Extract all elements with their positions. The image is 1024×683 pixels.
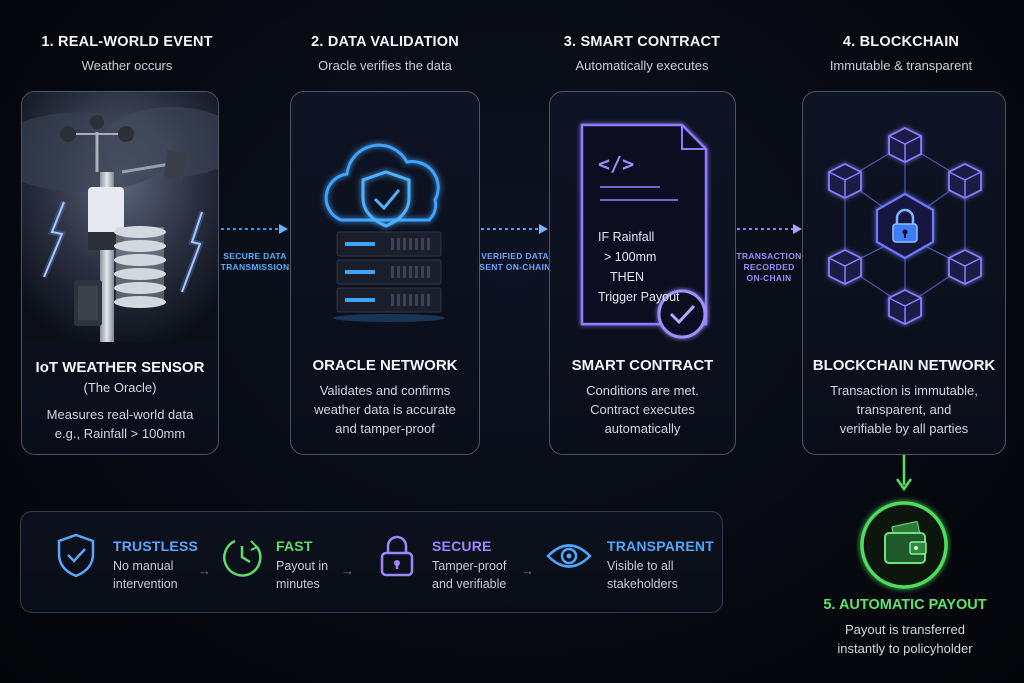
connector-2-line-2: SENT ON-CHAIN — [479, 262, 551, 272]
feature-transparent-desc: Visible to all stakeholders — [607, 557, 714, 593]
feature-fast-title: FAST — [276, 538, 313, 554]
connector-arrow-1 — [221, 224, 288, 234]
iot-sensor-title: IoT WEATHER SENSOR — [35, 359, 205, 376]
feature-separator-arrow-2: → — [341, 563, 354, 578]
feature-secure: SECURE Tamper-proof and verifiable — [432, 538, 506, 593]
connector-3-line-3: ON-CHAIN — [746, 273, 792, 283]
step-4-title: 4. BLOCKCHAIN — [842, 34, 960, 50]
shield-check-icon — [57, 533, 95, 578]
blockchain-network-title: BLOCKCHAIN NETWORK — [812, 357, 996, 374]
feature-transparent: TRANSPARENT Visible to all stakeholders — [607, 538, 714, 593]
clock-icon — [223, 539, 262, 577]
feature-transparent-desc-1: Visible to all — [607, 559, 674, 573]
connector-label-2: VERIFIED DATA SENT ON-CHAIN — [476, 251, 554, 273]
connector-label-3: TRANSACTION RECORDED ON-CHAIN — [732, 251, 806, 284]
step-4-header: 4. BLOCKCHAIN Immutable & transparent — [781, 34, 1021, 73]
feature-secure-desc-1: Tamper-proof — [432, 559, 507, 573]
oracle-desc-line-3: and tamper-proof — [335, 421, 435, 436]
feature-separator-arrow-3: → — [521, 563, 534, 578]
smart-contract-card: </> IF Rainfall > 100mm THEN Trigger Pay… — [549, 91, 736, 455]
code-line-3: THEN — [610, 270, 645, 284]
payout-title: 5. AUTOMATIC PAYOUT — [823, 597, 987, 613]
weather-sensor-visual — [22, 92, 218, 342]
feature-trustless-desc-1: No manual — [113, 559, 174, 573]
connector-arrow-3 — [737, 224, 802, 234]
feature-separator-arrow-1: → — [198, 563, 211, 578]
feature-fast-desc-1: Payout in — [276, 559, 329, 573]
blockchain-network-description: Transaction is immutable, transparent, a… — [811, 381, 997, 438]
payout-desc-line-2: instantly to policyholder — [837, 641, 973, 656]
feature-transparent-desc-2: stakeholders — [607, 577, 678, 591]
feature-secure-desc-2: and verifiable — [432, 577, 507, 591]
blockchain-desc-line-2: transparent, and — [856, 402, 952, 417]
step-3-title: 3. SMART CONTRACT — [563, 34, 721, 50]
step-2-title: 2. DATA VALIDATION — [311, 34, 459, 50]
payout-arrow — [896, 455, 912, 492]
iot-sensor-desc-line-2: e.g., Rainfall > 100mm — [54, 426, 186, 441]
code-line-1: IF Rainfall — [598, 230, 655, 244]
feature-transparent-title: TRANSPARENT — [607, 538, 714, 554]
feature-trustless-desc-2: intervention — [113, 577, 178, 591]
step-2-subtitle: Oracle verifies the data — [318, 58, 452, 73]
feature-secure-desc: Tamper-proof and verifiable — [432, 557, 506, 593]
connector-3-line-1: TRANSACTION — [736, 251, 802, 261]
feature-trustless-title: TRUSTLESS — [113, 538, 199, 554]
step-1-title: 1. REAL-WORLD EVENT — [41, 34, 213, 50]
wallet-icon — [860, 501, 948, 589]
blockchain-network-icon — [828, 127, 982, 325]
feature-trustless: TRUSTLESS No manual intervention — [113, 538, 198, 593]
iot-sensor-description: Measures real-world data e.g., Rainfall … — [30, 405, 210, 443]
connector-1-line-1: SECURE DATA — [223, 251, 287, 261]
step-4-subtitle: Immutable & transparent — [829, 58, 973, 73]
blockchain-visual — [803, 92, 1005, 342]
contract-code: IF Rainfall > 100mm THEN Trigger Payout — [598, 227, 680, 307]
connector-3-line-2: RECORDED — [743, 262, 795, 272]
padlock-icon — [380, 535, 414, 577]
contract-desc-line-1: Conditions are met. — [586, 383, 699, 398]
feature-fast-desc-2: minutes — [276, 577, 320, 591]
contract-document-icon — [580, 123, 708, 339]
oracle-desc-line-1: Validates and confirms — [319, 383, 451, 398]
blockchain-network-card: BLOCKCHAIN NETWORK Transaction is immuta… — [802, 91, 1006, 455]
step-3-subtitle: Automatically executes — [575, 58, 709, 73]
feature-fast: FAST Payout in minutes — [276, 538, 328, 593]
oracle-visual — [291, 92, 479, 342]
step-3-header: 3. SMART CONTRACT Automatically executes — [522, 34, 762, 73]
oracle-network-title: ORACLE NETWORK — [312, 357, 458, 374]
features-panel: TRUSTLESS No manual intervention → FAST … — [20, 511, 723, 613]
iot-sensor-desc-line-1: Measures real-world data — [46, 407, 194, 422]
iot-sensor-card: IoT WEATHER SENSOR (The Oracle) Measures… — [21, 91, 219, 455]
code-tag: </> — [598, 152, 635, 176]
cloud-shield-server-icon — [324, 143, 445, 322]
payout-description: Payout is transferred instantly to polic… — [790, 620, 1020, 658]
step-1-subtitle: Weather occurs — [81, 58, 173, 73]
contract-desc-line-2: Contract executes — [590, 402, 695, 417]
step-1-header: 1. REAL-WORLD EVENT Weather occurs — [7, 34, 247, 73]
weather-sensor-icon — [22, 92, 218, 342]
feature-trustless-desc: No manual intervention — [113, 557, 198, 593]
smart-contract-visual — [550, 92, 735, 342]
connector-arrow-2 — [481, 224, 548, 234]
oracle-desc-line-2: weather data is accurate — [314, 402, 456, 417]
feature-fast-desc: Payout in minutes — [276, 557, 328, 593]
connector-label-1: SECURE DATA TRANSMISSION — [218, 251, 292, 273]
code-line-4: Trigger Payout — [598, 290, 680, 304]
eye-icon — [546, 544, 592, 568]
oracle-network-card: ORACLE NETWORK Validates and confirms we… — [290, 91, 480, 455]
smart-contract-description: Conditions are met. Contract executes au… — [558, 381, 727, 438]
contract-desc-line-3: automatically — [604, 421, 681, 436]
payout-desc-line-1: Payout is transferred — [845, 622, 965, 637]
oracle-network-description: Validates and confirms weather data is a… — [299, 381, 471, 438]
blockchain-desc-line-3: verifiable by all parties — [839, 421, 969, 436]
feature-secure-title: SECURE — [432, 538, 492, 554]
blockchain-desc-line-1: Transaction is immutable, — [830, 383, 978, 398]
connector-2-line-1: VERIFIED DATA — [481, 251, 549, 261]
code-line-2: > 100mm — [604, 250, 657, 264]
step-2-header: 2. DATA VALIDATION Oracle verifies the d… — [265, 34, 505, 73]
iot-sensor-subtitle: (The Oracle) — [83, 380, 157, 395]
smart-contract-title: SMART CONTRACT — [571, 357, 714, 374]
connector-1-line-2: TRANSMISSION — [220, 262, 290, 272]
